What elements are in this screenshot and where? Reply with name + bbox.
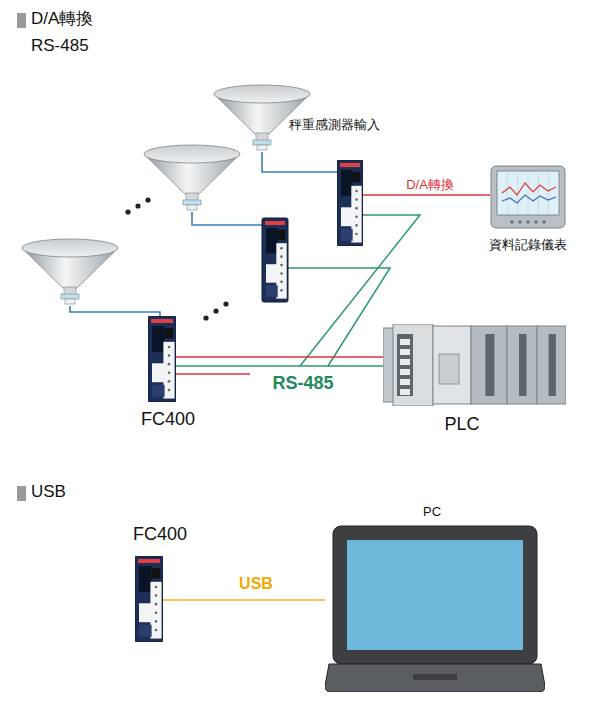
fc400-module bbox=[262, 218, 288, 302]
data-logger-drawing bbox=[490, 165, 566, 229]
laptop-pc: PC bbox=[325, 524, 545, 692]
signal-connector bbox=[163, 599, 325, 601]
hopper bbox=[144, 145, 240, 210]
sensor-wires bbox=[70, 152, 337, 318]
plc-rack: PLC bbox=[383, 324, 566, 406]
analog-wire bbox=[176, 356, 383, 358]
hoppers bbox=[22, 85, 310, 304]
hopper bbox=[22, 239, 118, 304]
analog-wire bbox=[176, 373, 250, 375]
laptop-pc-drawing bbox=[325, 524, 545, 692]
section-marker bbox=[17, 486, 26, 501]
connector-label: D/A轉換 bbox=[403, 178, 457, 193]
node-label: PLC bbox=[444, 414, 479, 435]
section-heading: D/A轉換 bbox=[31, 9, 93, 29]
fc400-module: FC400 bbox=[135, 556, 163, 642]
signal-connector bbox=[363, 194, 490, 196]
ellipsis-dots bbox=[125, 197, 228, 320]
node-label: 秤重感測器輸入 bbox=[289, 118, 380, 133]
plc-rack-drawing bbox=[383, 324, 566, 406]
node-label: PC bbox=[423, 505, 441, 520]
node-label: FC400 bbox=[141, 409, 195, 430]
fc400-module: 秤重感測器輸入 bbox=[337, 160, 363, 246]
connector-label: USB bbox=[236, 575, 276, 593]
connector-label: RS-485 bbox=[269, 373, 336, 394]
node-label: FC400 bbox=[133, 524, 187, 545]
data-logger: 資料記錄儀表 bbox=[490, 165, 566, 229]
section-heading: USB bbox=[31, 482, 66, 502]
signal-connector bbox=[176, 365, 383, 367]
fc400-module: FC400 bbox=[148, 316, 176, 402]
node-label: 資料記錄儀表 bbox=[489, 238, 567, 253]
fc400-module-drawing bbox=[337, 160, 363, 246]
fc400-module-drawing bbox=[135, 556, 163, 642]
section-heading: RS-485 bbox=[31, 36, 89, 56]
fc400-module-drawing bbox=[148, 316, 176, 402]
section-marker bbox=[17, 13, 26, 28]
